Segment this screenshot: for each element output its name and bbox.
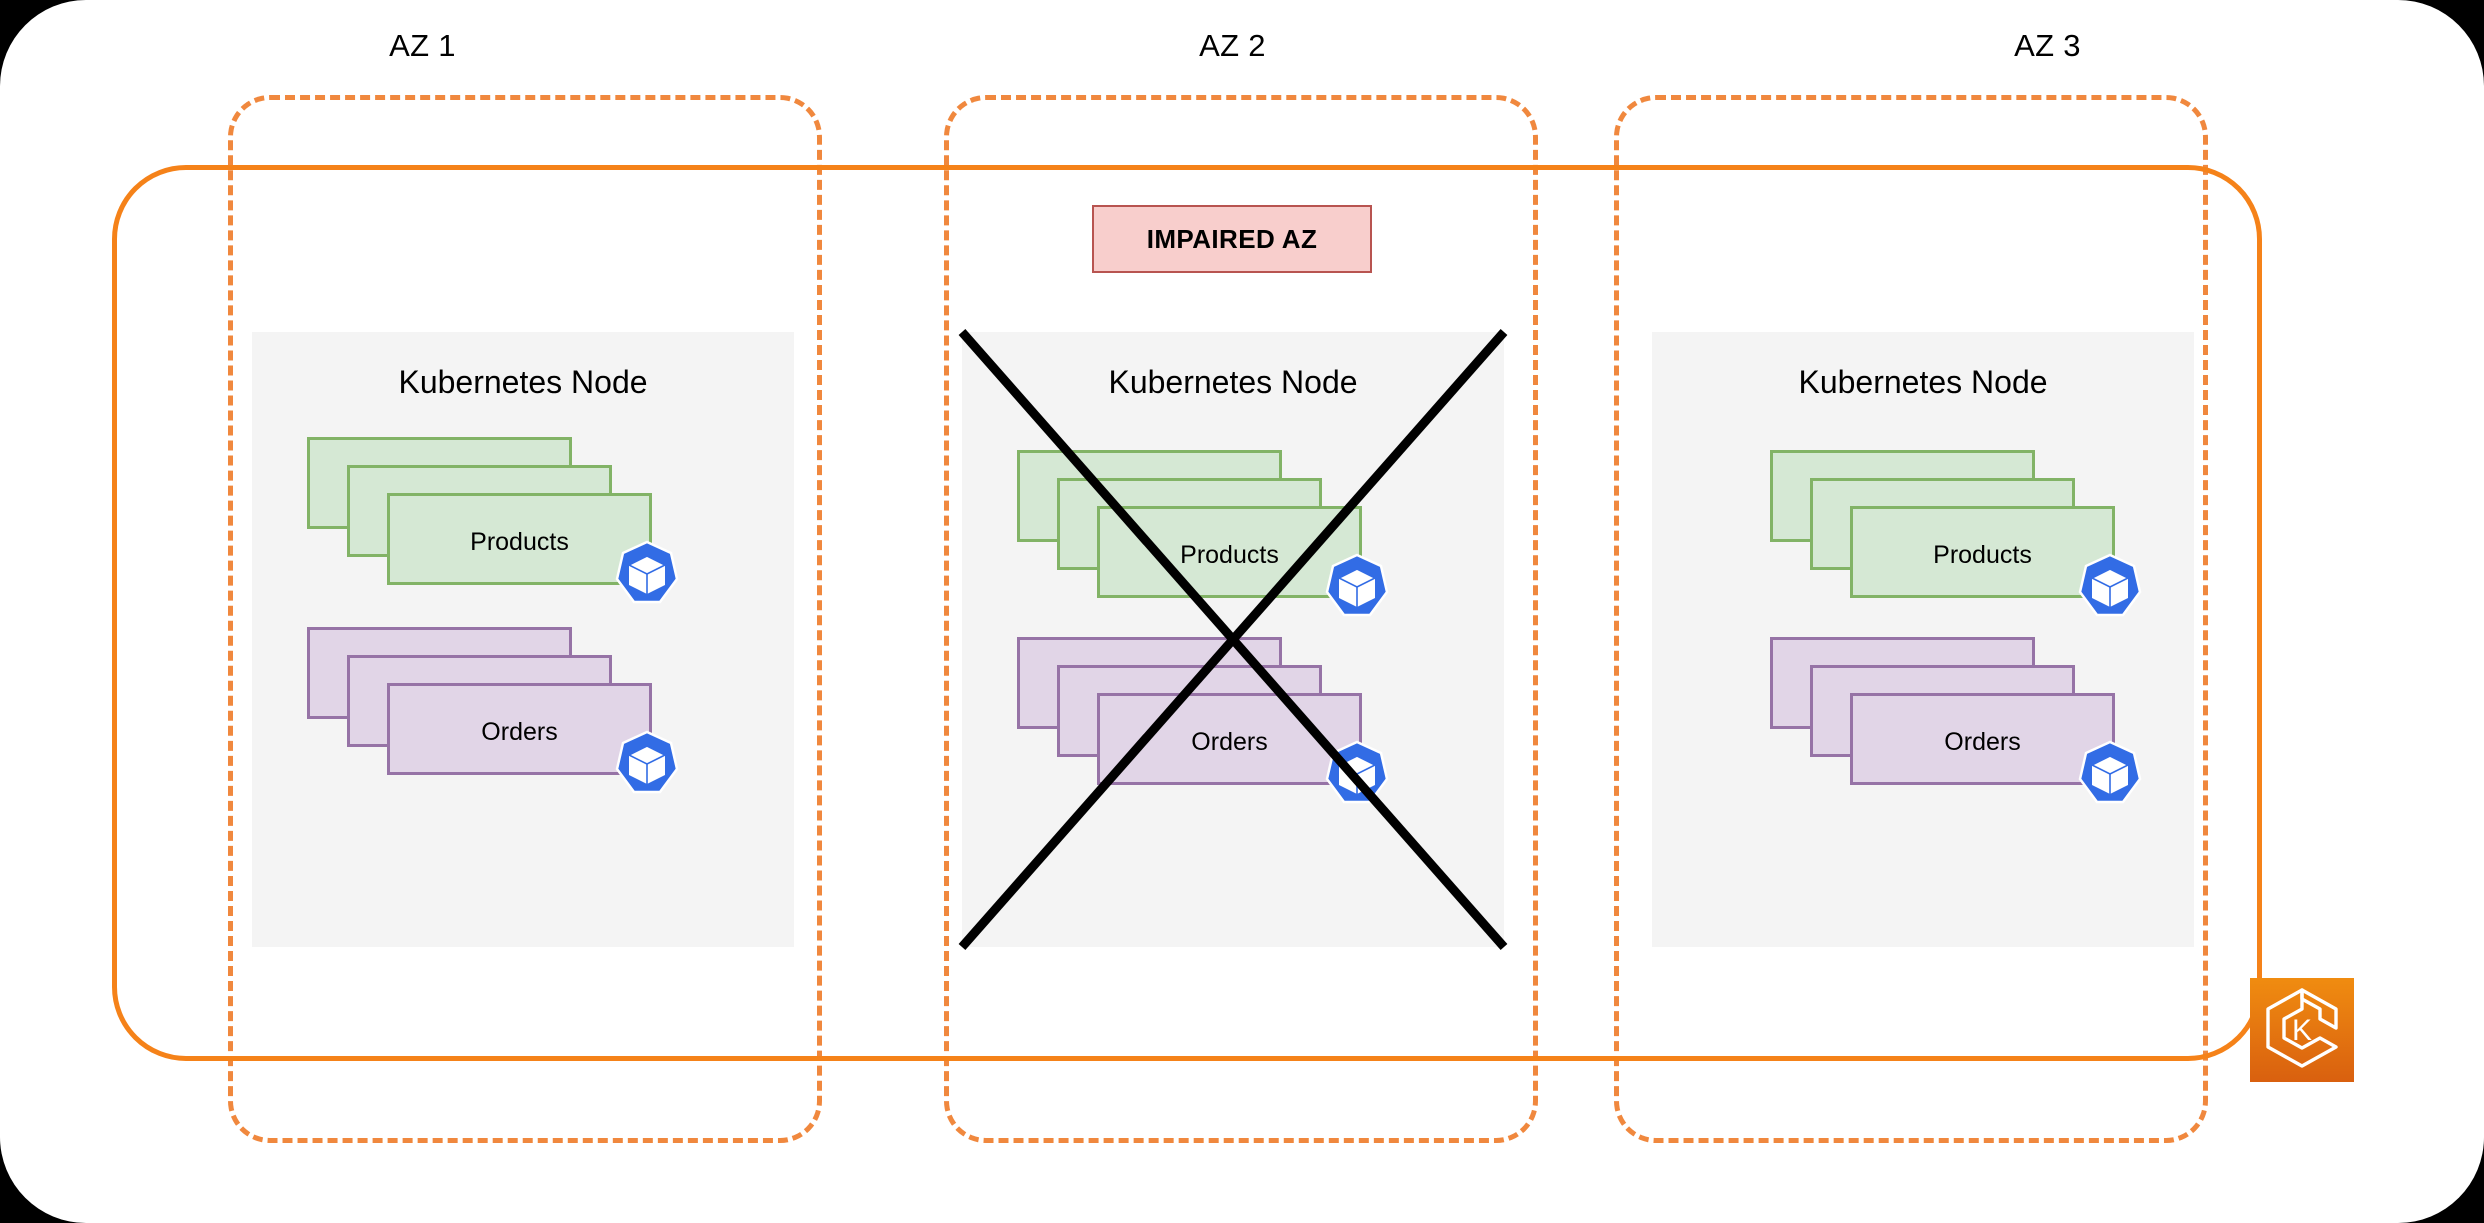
pod-label-products-az2: Products (1180, 541, 1279, 569)
kubernetes-pod-icon (2076, 553, 2144, 621)
az-boundary-2 (944, 95, 1538, 1143)
pod-card-front: Products (1850, 506, 2115, 598)
az-label-1: AZ 1 (389, 28, 456, 63)
aws-eks-icon: K (2250, 978, 2354, 1082)
kubernetes-pod-icon (2076, 740, 2144, 808)
pod-label-products-az1: Products (470, 528, 569, 556)
pod-label-products-az3: Products (1933, 541, 2032, 569)
kubernetes-node-az3: Kubernetes Node Products Orders (1652, 332, 2194, 947)
pod-label-orders-az3: Orders (1944, 728, 2021, 756)
pod-label-orders-az2: Orders (1191, 728, 1268, 756)
az-label-2: AZ 2 (1199, 28, 1266, 63)
pod-label-orders-az1: Orders (481, 718, 558, 746)
pod-stack-products-az1[interactable]: Products (307, 437, 707, 604)
node-title-az3: Kubernetes Node (1798, 364, 2048, 400)
pod-stack-orders-az2[interactable]: Orders (1017, 637, 1417, 804)
pod-card-front: Products (387, 493, 652, 585)
pod-stack-products-az2[interactable]: Products (1017, 450, 1417, 617)
pod-stack-orders-az1[interactable]: Orders (307, 627, 707, 794)
impaired-az-badge: IMPAIRED AZ (1092, 205, 1372, 273)
kubernetes-pod-icon (1323, 740, 1391, 808)
pod-card-front: Orders (387, 683, 652, 775)
kubernetes-pod-icon (613, 730, 681, 798)
svg-text:K: K (2292, 1014, 2312, 1047)
kubernetes-node-az1: Kubernetes Node Products Orders (252, 332, 794, 947)
cluster-boundary (112, 165, 2262, 1061)
pod-stack-orders-az3[interactable]: Orders (1770, 637, 2170, 804)
kubernetes-node-az2: Kubernetes Node Products Orders (962, 332, 1504, 947)
node-title-az1: Kubernetes Node (398, 364, 648, 400)
az-label-3: AZ 3 (2014, 28, 2081, 63)
kubernetes-pod-icon (613, 540, 681, 608)
pod-card-front: Orders (1850, 693, 2115, 785)
kubernetes-pod-icon (1323, 553, 1391, 621)
pod-stack-products-az3[interactable]: Products (1770, 450, 2170, 617)
node-title-az2: Kubernetes Node (1108, 364, 1358, 400)
az-boundary-3 (1614, 95, 2208, 1143)
az-boundary-1 (228, 95, 822, 1143)
